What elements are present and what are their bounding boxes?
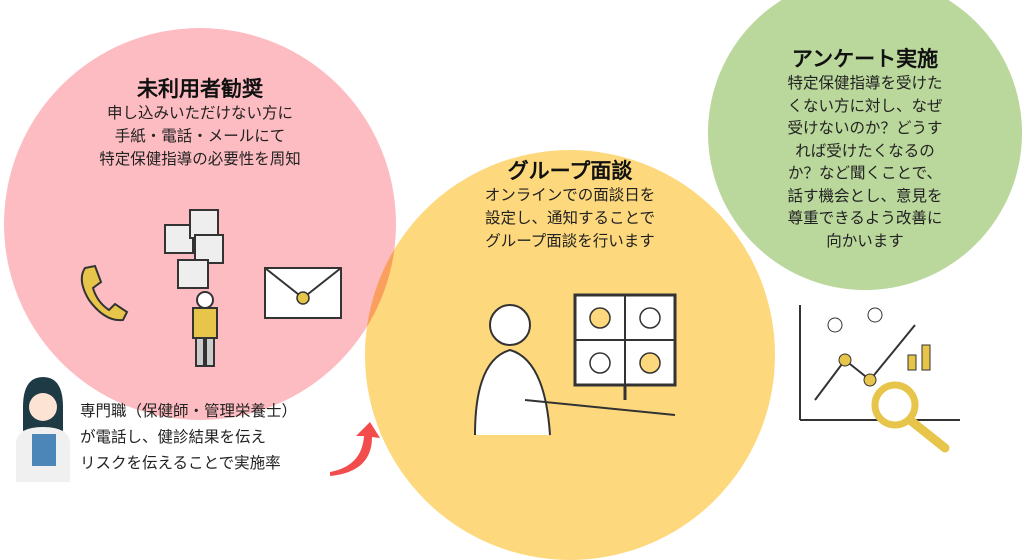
up-arrow-icon <box>330 422 380 476</box>
pink-line: 手紙・電話・メールにて <box>114 127 286 145</box>
yellow-title: グループ面談 <box>507 159 633 183</box>
green-line: 話す機会とし、意見を <box>787 186 943 205</box>
green-line: れば受けたくなるの <box>795 141 935 160</box>
health-professional-avatar <box>16 377 70 482</box>
yellow-circle-text: グループ面談 オンラインでの面談日を 設定し、通知することで グループ面談を行い… <box>420 158 720 253</box>
person-with-contact-boxes-illustration <box>164 209 224 367</box>
note-line: が電話し、健診結果を伝え <box>80 428 267 446</box>
professional-call-note: 専門職（保健師・管理栄養士） が電話し、健診結果を伝え リスクを伝えることで実施… <box>80 398 297 476</box>
green-line: くない方に対し、なぜ <box>787 96 943 115</box>
yellow-line: グループ面談を行います <box>485 232 655 250</box>
note-line: 専門職（保健師・管理栄養士） <box>80 402 298 420</box>
pink-circle-text: 未利用者勧奨 申し込みいただけない方に 手紙・電話・メールにて 特定保健指導の必… <box>40 76 360 171</box>
green-title: アンケート実施 <box>791 47 939 71</box>
note-line: リスクを伝えることで実施率 <box>80 454 281 472</box>
green-circle-text: アンケート実施 特定保健指導を受けた くない方に対し、なぜ 受けないのか？どうす… <box>715 46 1015 252</box>
green-line: か？など聞くことで、 <box>788 164 942 182</box>
pink-line: 申し込みいただけない方に <box>106 104 293 122</box>
green-line: 特定保健指導を受けた <box>787 74 943 92</box>
telephone-icon <box>80 264 129 322</box>
yellow-line: 設定し、通知することで <box>484 209 656 227</box>
green-line: 向かいます <box>826 231 904 250</box>
green-line: 尊重できるよう改善に <box>787 209 943 227</box>
pink-line: 特定保健指導の必要性を周知 <box>99 150 301 168</box>
green-line: 受けないのか？どうす <box>787 119 943 137</box>
online-meeting-illustration <box>474 293 677 436</box>
pink-title: 未利用者勧奨 <box>137 77 263 101</box>
yellow-line: オンラインでの面談日を <box>484 186 656 204</box>
envelope-icon <box>264 267 342 319</box>
green-circle-survey <box>708 0 1022 290</box>
data-analysis-illustration <box>799 305 960 453</box>
